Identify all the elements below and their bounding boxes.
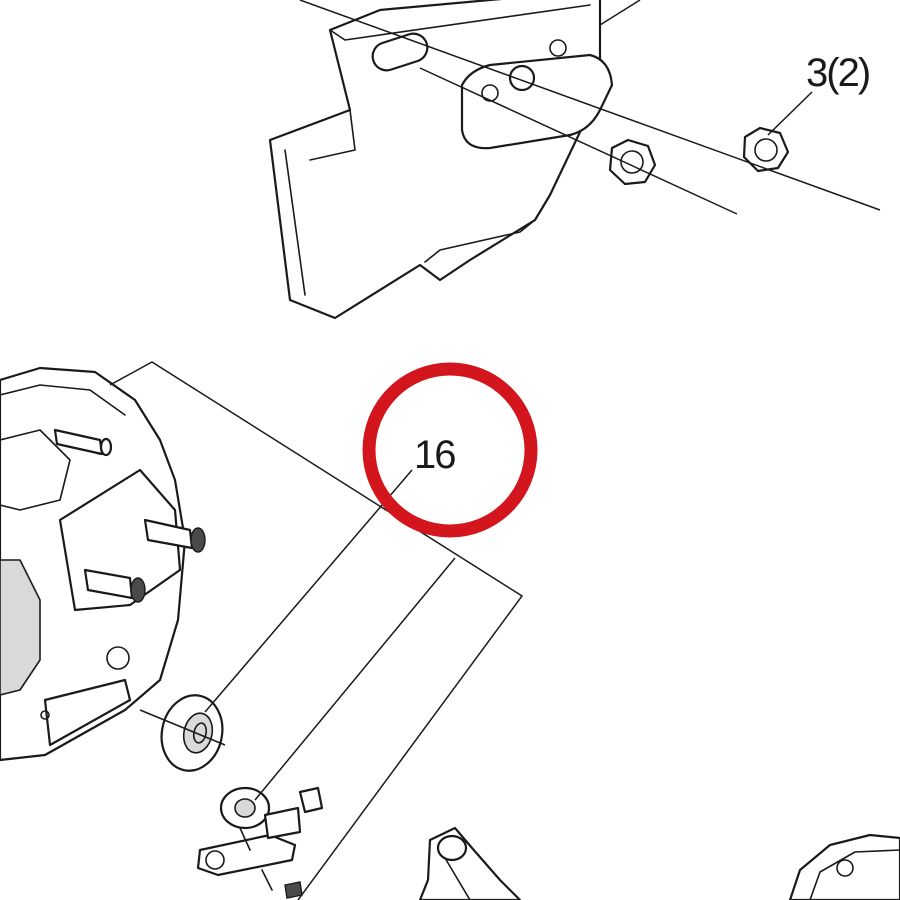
hex-nut-left	[608, 138, 657, 186]
leader-line-3	[767, 91, 813, 136]
callout-label-3: 3(2)	[806, 51, 869, 95]
housing-pin-top	[53, 428, 113, 457]
housing-stud-upper	[143, 518, 206, 553]
callout-16: 16	[204, 433, 457, 713]
housing-stud-lower	[83, 568, 146, 603]
hex-nut-right	[742, 126, 790, 173]
callout-3: 3(2)	[767, 51, 871, 136]
callout-label-16: 16	[414, 433, 455, 477]
leader-line-16	[204, 469, 413, 713]
lower-bracket	[418, 826, 522, 900]
lower-right-housing	[788, 833, 900, 900]
cover-plate	[268, 0, 614, 320]
main-housing	[0, 366, 187, 762]
bearing-washer	[160, 694, 224, 772]
linkage-assembly	[196, 786, 324, 899]
bearing-axis-line	[139, 709, 226, 746]
highlight-circle	[362, 362, 538, 538]
group-bracket-lines	[109, 361, 524, 900]
assembly-axis-lines	[299, 0, 881, 215]
